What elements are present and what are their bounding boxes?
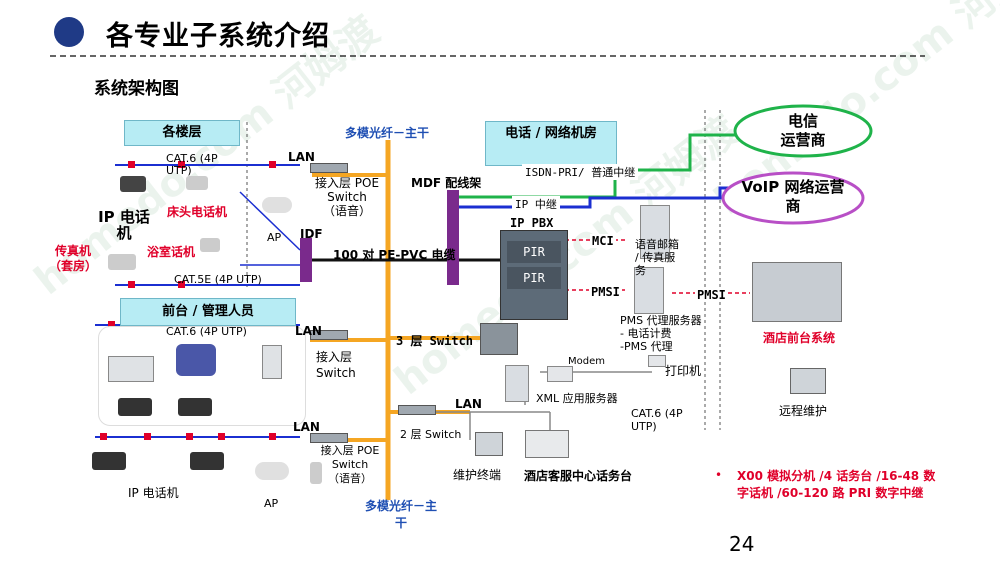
voicemail-label: 语音邮箱 / 传真服 务	[635, 238, 679, 277]
pmsi-label: PMSI	[695, 288, 728, 302]
bedside-phone-label: 床头电话机	[167, 205, 228, 219]
fax-label: 传真机 （套房）	[48, 244, 97, 273]
lan-label: LAN	[293, 420, 320, 434]
lan-label: LAN	[295, 324, 322, 338]
title-bullet-icon	[54, 17, 84, 47]
pmsi-label: PMSI	[589, 285, 622, 299]
remote-maint-label: 远程维护	[779, 404, 828, 418]
printer-label: 打印机	[665, 364, 702, 378]
ip-phone-label: IP 电话机	[128, 486, 179, 500]
l3-switch-label: 3 层 Switch	[396, 334, 474, 348]
ip-phone-icon	[120, 176, 146, 192]
voip-cloud-icon	[721, 171, 865, 225]
mdf-block	[447, 190, 459, 285]
maint-terminal-label: 维护终端	[453, 468, 502, 482]
modem-icon	[547, 366, 573, 382]
console-icon	[525, 430, 569, 458]
mdf-label: MDF 配线架	[411, 176, 482, 190]
xml-server-icon	[505, 365, 529, 402]
cable-label: CAT.5E (4P UTP)	[174, 273, 262, 286]
cable-label: CAT.6 (4P UTP)	[631, 407, 683, 433]
pms-server-icon	[634, 267, 664, 314]
ip-phone-icon	[92, 452, 126, 470]
telecom-cloud-icon	[733, 104, 873, 158]
ip-phone-icon	[262, 345, 282, 379]
idf-block	[300, 238, 312, 282]
idf-label: IDF	[300, 227, 323, 241]
note-bullet: •	[715, 468, 723, 482]
l3-switch-icon	[480, 323, 518, 355]
bath-phone-icon	[200, 238, 220, 252]
hotel-front-system-label: 酒店前台系统	[763, 331, 836, 345]
ap-label: AP	[267, 231, 282, 244]
poe-switch-icon	[310, 433, 348, 443]
access-switch-label: 接入层 Switch	[316, 350, 356, 380]
pir-card: PIR	[507, 267, 561, 289]
access-poe-switch-label: 接入层 POE Switch （语音）	[320, 444, 380, 485]
pir-card: PIR	[507, 241, 561, 263]
cable-label: CAT.6 (4P UTP)	[166, 152, 218, 177]
subtitle: 系统架构图	[94, 79, 179, 99]
terminal-icon	[475, 432, 503, 456]
pms-server-label: PMS 代理服务器 - 电话计费 -PMS 代理	[620, 314, 702, 353]
ip-phone-icon	[190, 452, 224, 470]
lan-label: LAN	[288, 150, 315, 164]
mci-label: MCI	[590, 234, 616, 248]
fiber-label: 多模光纤－主干	[345, 126, 430, 140]
box-frontdesk: 前台 / 管理人员	[120, 298, 296, 326]
page-title: 各专业子系统介绍	[106, 21, 330, 52]
ap-icon	[255, 462, 289, 480]
box-telecom-room: 电话 / 网络机房	[485, 121, 617, 166]
cable-label: CAT.6 (4P UTP)	[166, 325, 247, 338]
lan-label: LAN	[455, 397, 482, 411]
ip-trunk-line	[459, 186, 740, 209]
l2-switch-label: 2 层 Switch	[400, 428, 462, 441]
poe-switch-icon	[310, 163, 348, 173]
ap-icon	[262, 197, 292, 213]
bath-phone-label: 浴室话机	[147, 245, 196, 259]
service-center-label: 酒店客服中心话务台	[524, 469, 633, 483]
bedside-phone-icon	[186, 176, 208, 190]
voip-carrier-label: VoIP 网络运营 商	[741, 178, 845, 215]
box-floors: 各楼层	[124, 120, 240, 146]
ip-phone-icon	[118, 398, 152, 416]
ip-trunk-label: IP 中继	[512, 196, 560, 212]
modem-label: Modem	[568, 356, 605, 367]
switch-icon	[310, 330, 348, 340]
lan-line	[239, 191, 301, 251]
voicemail-server-icon	[640, 205, 670, 259]
operator-icon	[176, 344, 216, 376]
ip-pbx-chassis: PIR PIR	[500, 230, 568, 320]
ip-phone-icon	[178, 398, 212, 416]
fax-icon	[108, 254, 136, 270]
laptop-icon	[790, 368, 826, 394]
pvc-cable-label: 100 对 PE-PVC 电缆	[333, 248, 456, 262]
switch-icon	[398, 405, 436, 415]
fiber-label: 多模光纤－主 干	[364, 499, 437, 530]
wifi-phone-icon	[310, 462, 322, 484]
ip-phone-label: IP 电话 机	[98, 208, 150, 242]
telecom-carrier-label: 电信 运营商	[780, 112, 826, 149]
ap-label: AP	[264, 497, 279, 510]
isdn-label: ISDN-PRI/ 普通中继	[522, 164, 639, 180]
console-icon	[108, 356, 154, 382]
hotel-front-system-icon	[752, 262, 842, 322]
note-text: X00 模拟分机 /4 话务台 /16-48 数字话机 /60-120 路 PR…	[737, 469, 936, 500]
ip-pbx-label: IP PBX	[510, 216, 554, 230]
printer-icon	[648, 355, 666, 367]
xml-server-label: XML 应用服务器	[536, 392, 618, 405]
page-number: 24	[729, 532, 755, 556]
access-poe-switch-label: 接入层 POE Switch （语音）	[314, 176, 380, 218]
